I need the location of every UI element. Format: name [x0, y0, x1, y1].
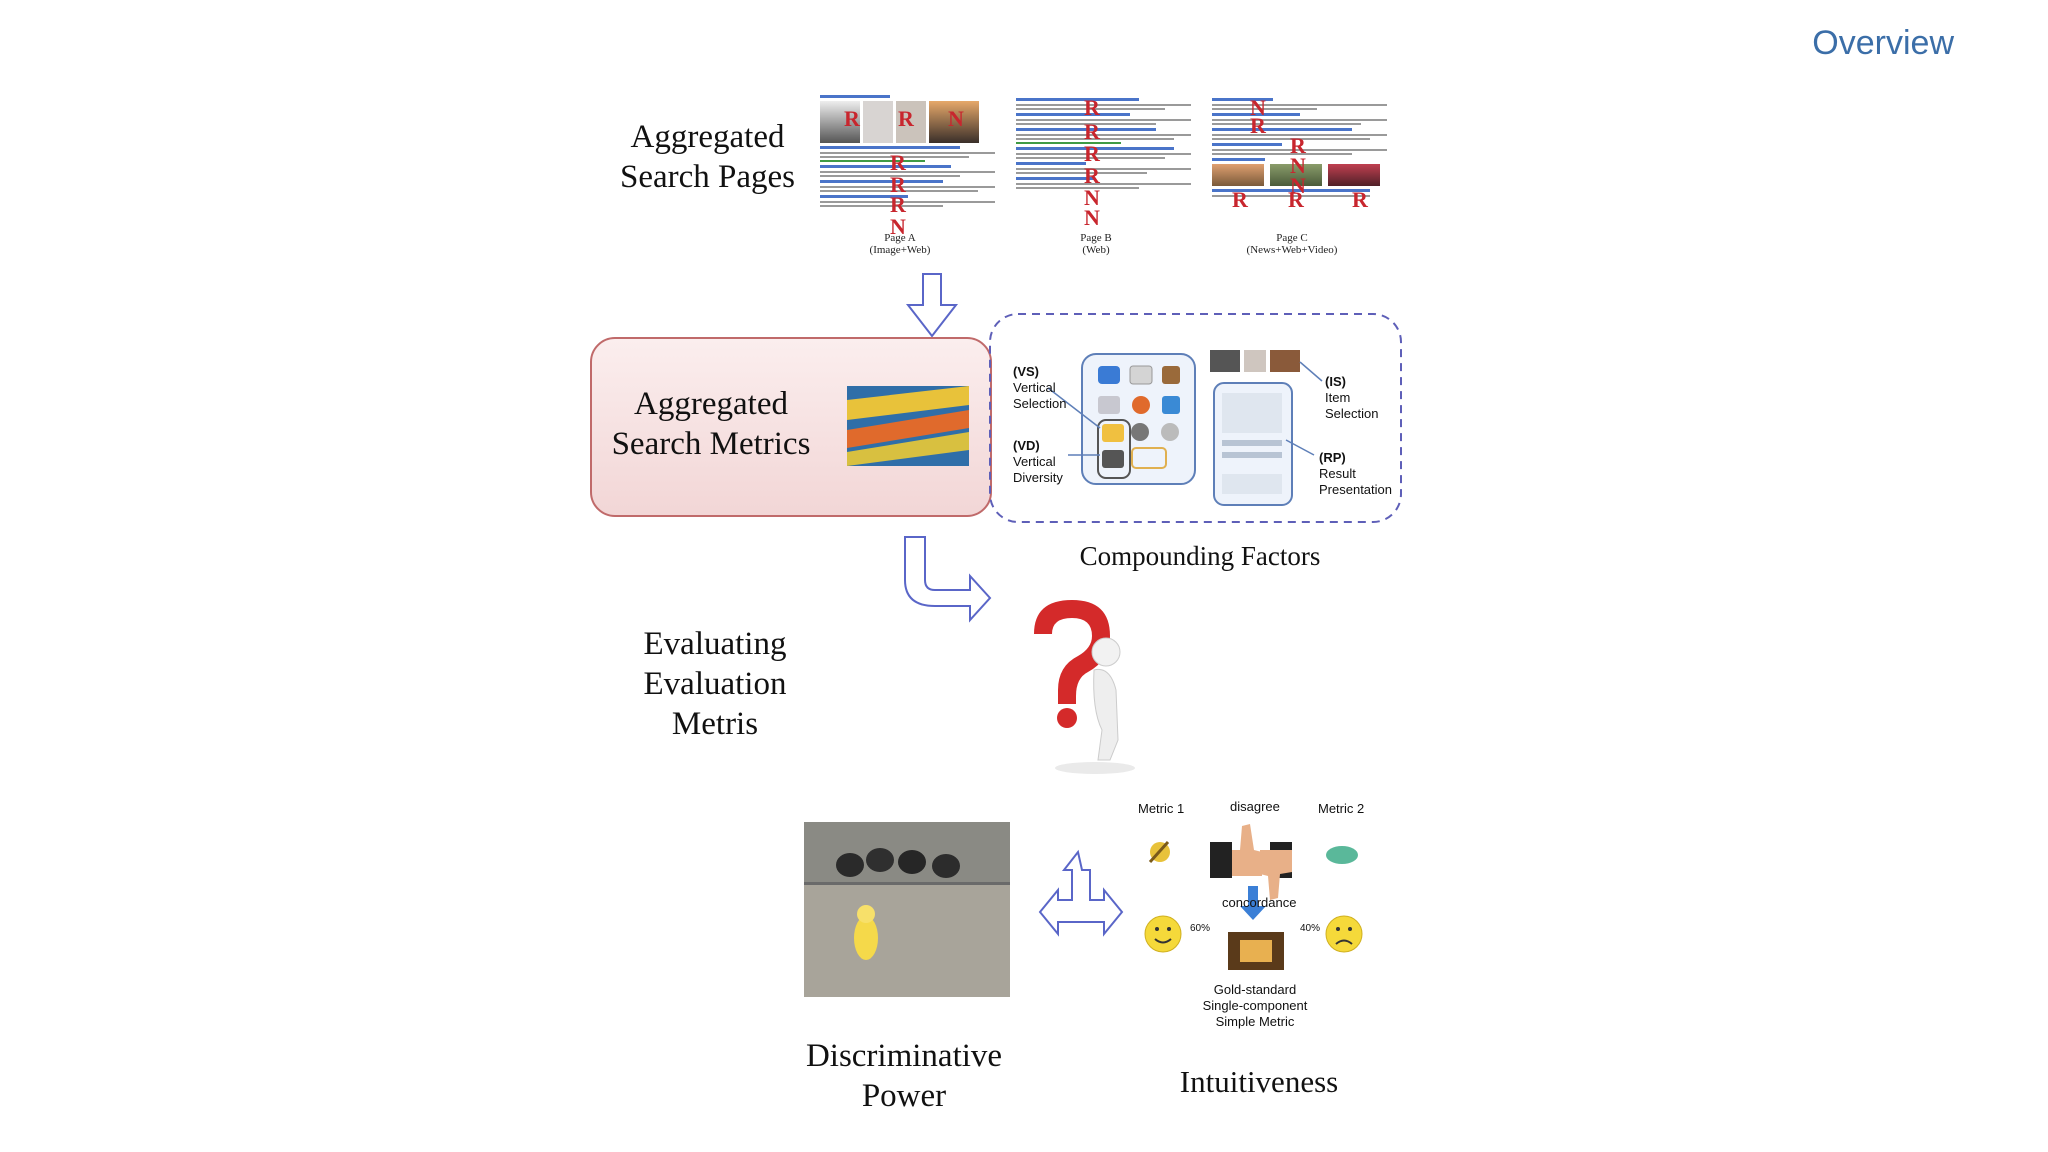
page-b-sub: (Web) — [1082, 244, 1110, 256]
page-a-name: Page A — [884, 232, 916, 244]
vd-code: (VD) — [1013, 438, 1040, 453]
gold-line1: Gold-standard — [1213, 982, 1297, 997]
aggregated-search-pages-label: Aggregated Search Pages — [600, 117, 815, 197]
concordance-label: concordance — [1222, 895, 1297, 910]
rp-label: (RP) Result Presentation — [1319, 450, 1392, 498]
bent-arrow-icon — [904, 536, 992, 623]
gold-line2: Single-component — [1202, 998, 1308, 1013]
vd-label: (VD) Vertical Diversity — [1013, 438, 1063, 486]
question-figure-icon — [1034, 600, 1135, 774]
metrics-box — [590, 337, 992, 517]
vs-line1: Vertical — [1013, 380, 1056, 395]
slide-title: Overview — [1812, 24, 1954, 62]
compounding-factors-box — [989, 313, 1402, 523]
page-c-name: Page C — [1276, 232, 1308, 244]
intuitiveness-caption: Intuitiveness — [1179, 1064, 1339, 1099]
rp-line1: Result — [1319, 466, 1356, 481]
page-a-thumbnail: R R N R R R N — [820, 92, 995, 252]
aggregated-search-metrics-label: Aggregated Search Metrics — [600, 384, 822, 464]
pct-right-label: 40% — [1300, 923, 1321, 934]
metric-1-label: Metric 1 — [1138, 801, 1185, 816]
page-a-caption: Page A (Image+Web) — [820, 232, 980, 256]
page-b-name: Page B — [1080, 232, 1112, 244]
tape-measure-2-icon — [1326, 846, 1358, 864]
evaluating-line1: Evaluating — [643, 626, 787, 662]
vs-label: (VS) Vertical Selection — [1013, 364, 1066, 412]
page-b-caption: Page B (Web) — [1016, 232, 1176, 256]
tape-measure-1-icon — [1148, 840, 1170, 864]
evaluating-line2: Evaluation — [643, 666, 787, 702]
four-way-arrow-icon — [1038, 849, 1124, 937]
discriminative-power-label: Discriminative Power — [780, 1036, 1028, 1116]
gold-standard-label: Gold-standard Single-component Simple Me… — [1180, 982, 1330, 1030]
discriminative-line1: Discriminative — [805, 1038, 1003, 1074]
is-label: (IS) Item Selection — [1325, 374, 1378, 422]
page-a-sub: (Image+Web) — [869, 244, 931, 256]
vd-line2: Diversity — [1013, 470, 1063, 485]
label-line1: Aggregated — [630, 119, 785, 155]
rp-line2: Presentation — [1319, 482, 1392, 497]
page-b-thumbnail: R R R R N N — [1016, 95, 1191, 235]
label-line2: Search Pages — [619, 159, 796, 195]
vd-line1: Vertical — [1013, 454, 1056, 469]
gold-line3: Simple Metric — [1215, 1014, 1295, 1029]
compounding-factors-caption: Compounding Factors — [1079, 541, 1321, 571]
evaluating-line3: Metris — [671, 706, 759, 742]
is-code: (IS) — [1325, 374, 1346, 389]
frowny-icon — [1325, 915, 1363, 953]
pct-left-label: 60% — [1190, 923, 1211, 934]
page-c-sub: (News+Web+Video) — [1246, 244, 1338, 256]
is-line1: Item — [1325, 390, 1351, 405]
thumbs-icon — [1210, 824, 1292, 900]
vs-code: (VS) — [1013, 364, 1039, 379]
discriminative-line2: Power — [861, 1078, 947, 1114]
results-panel — [1210, 350, 1240, 372]
rp-code: (RP) — [1319, 450, 1346, 465]
smiley-icon — [1144, 915, 1182, 953]
metrics-line1: Aggregated — [634, 386, 788, 422]
metric-2-label: Metric 2 — [1318, 801, 1365, 816]
disagree-label: disagree — [1230, 799, 1280, 814]
concordance-arrow-icon — [1240, 886, 1266, 920]
is-line2: Selection — [1325, 406, 1379, 421]
page-c-caption: Page C (News+Web+Video) — [1212, 232, 1372, 256]
down-arrow-icon — [905, 273, 959, 338]
vs-line2: Selection — [1013, 396, 1067, 411]
metrics-line2: Search Metrics — [611, 426, 811, 462]
page-c-thumbnail: N R R N N R R R — [1212, 95, 1387, 235]
evaluating-label: Evaluating Evaluation Metris — [605, 624, 825, 744]
